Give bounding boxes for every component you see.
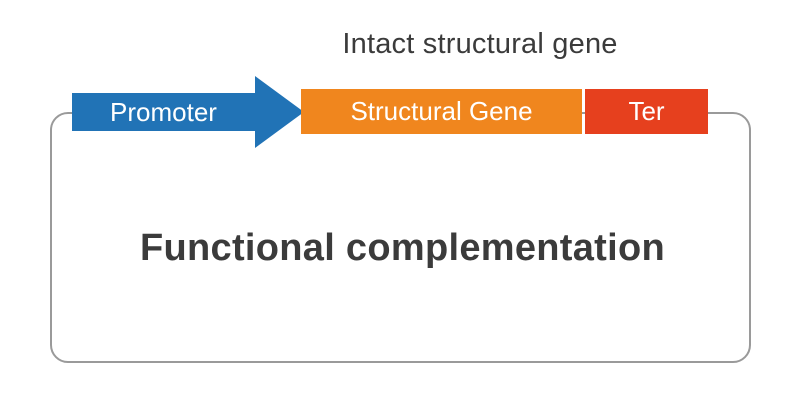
structural-gene-label: Structural Gene (350, 96, 533, 126)
complementation-panel (50, 112, 751, 363)
terminator-label: Ter (628, 96, 665, 126)
complementation-label: Functional complementation (139, 227, 666, 269)
terminator-box: Ter (585, 89, 708, 134)
promoter-label: Promoter (110, 97, 217, 127)
structural-gene-box: Structural Gene (301, 89, 582, 134)
diagram-title: Intact structural gene (342, 28, 618, 60)
